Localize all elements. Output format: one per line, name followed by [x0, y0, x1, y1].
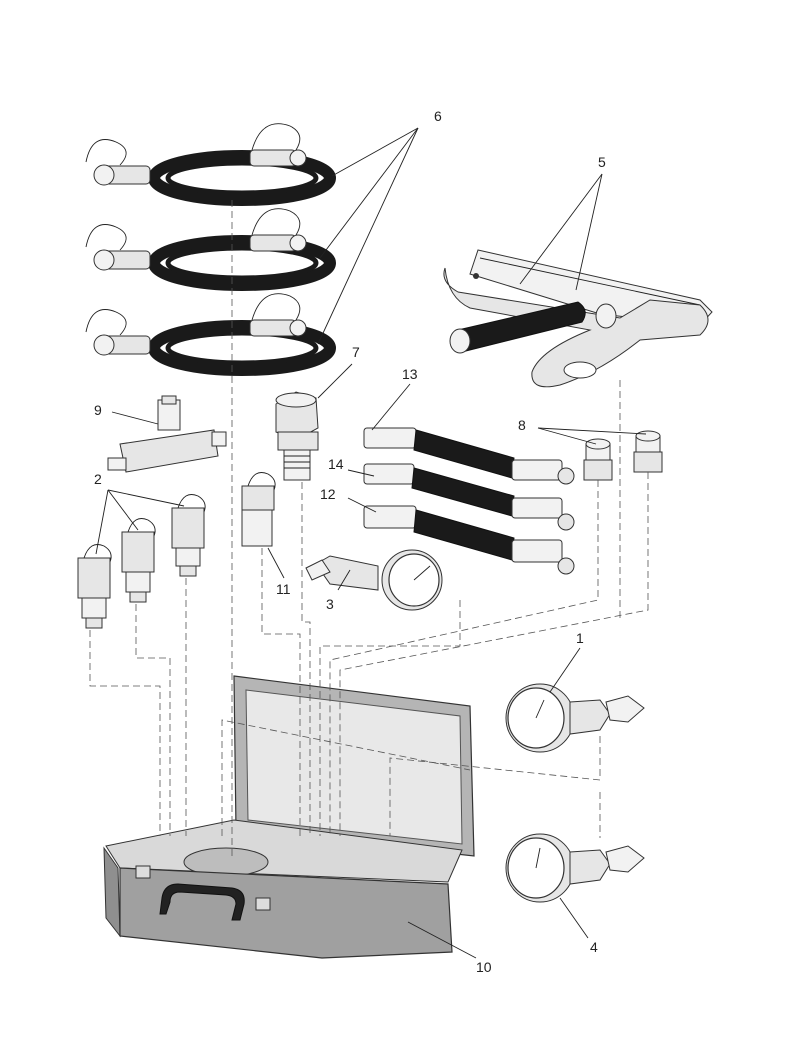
- callout-8: 8: [518, 417, 526, 433]
- coupling-11: [241, 472, 276, 547]
- callout-1: 1: [576, 630, 584, 646]
- callout-2: 2: [94, 471, 102, 487]
- coupling-2c: [171, 494, 206, 577]
- leader-lines: [95, 127, 647, 959]
- callout-7: 7: [352, 344, 360, 360]
- pressure-gauge-3: [305, 549, 443, 611]
- callout-10: 10: [476, 959, 492, 975]
- callout-6: 6: [434, 108, 442, 124]
- callout-3: 3: [326, 596, 334, 612]
- tee-fitting-9: [107, 395, 227, 473]
- assembly-lines: [89, 200, 649, 860]
- callout-11: 11: [276, 581, 291, 597]
- callout-9: 9: [94, 402, 102, 418]
- pressure-gauge-4: [505, 833, 645, 903]
- callout-14: 14: [328, 456, 344, 472]
- carrying-case: [103, 675, 475, 959]
- wrench-assembly: [443, 249, 713, 388]
- coupling-2b: [121, 518, 156, 603]
- hose-coil-2: [85, 208, 336, 291]
- pressure-gauge-1: [505, 683, 645, 753]
- hose-coil-3: [85, 293, 336, 376]
- callout-4: 4: [590, 939, 598, 955]
- callout-5: 5: [598, 154, 606, 170]
- hose-assembly-12: [363, 505, 575, 575]
- adapter-8a: [583, 438, 613, 481]
- callout-13: 13: [402, 366, 418, 382]
- callouts: 6 5 7 13 9 8 14 2 12 11 3 1 4 10: [94, 108, 606, 975]
- callout-12: 12: [320, 486, 336, 502]
- adapter-8b: [633, 430, 663, 473]
- coupling-2a: [77, 544, 112, 629]
- hose-coil-1: [85, 123, 336, 206]
- hose-assembly-13: [363, 427, 575, 485]
- adapter-7: [275, 391, 319, 481]
